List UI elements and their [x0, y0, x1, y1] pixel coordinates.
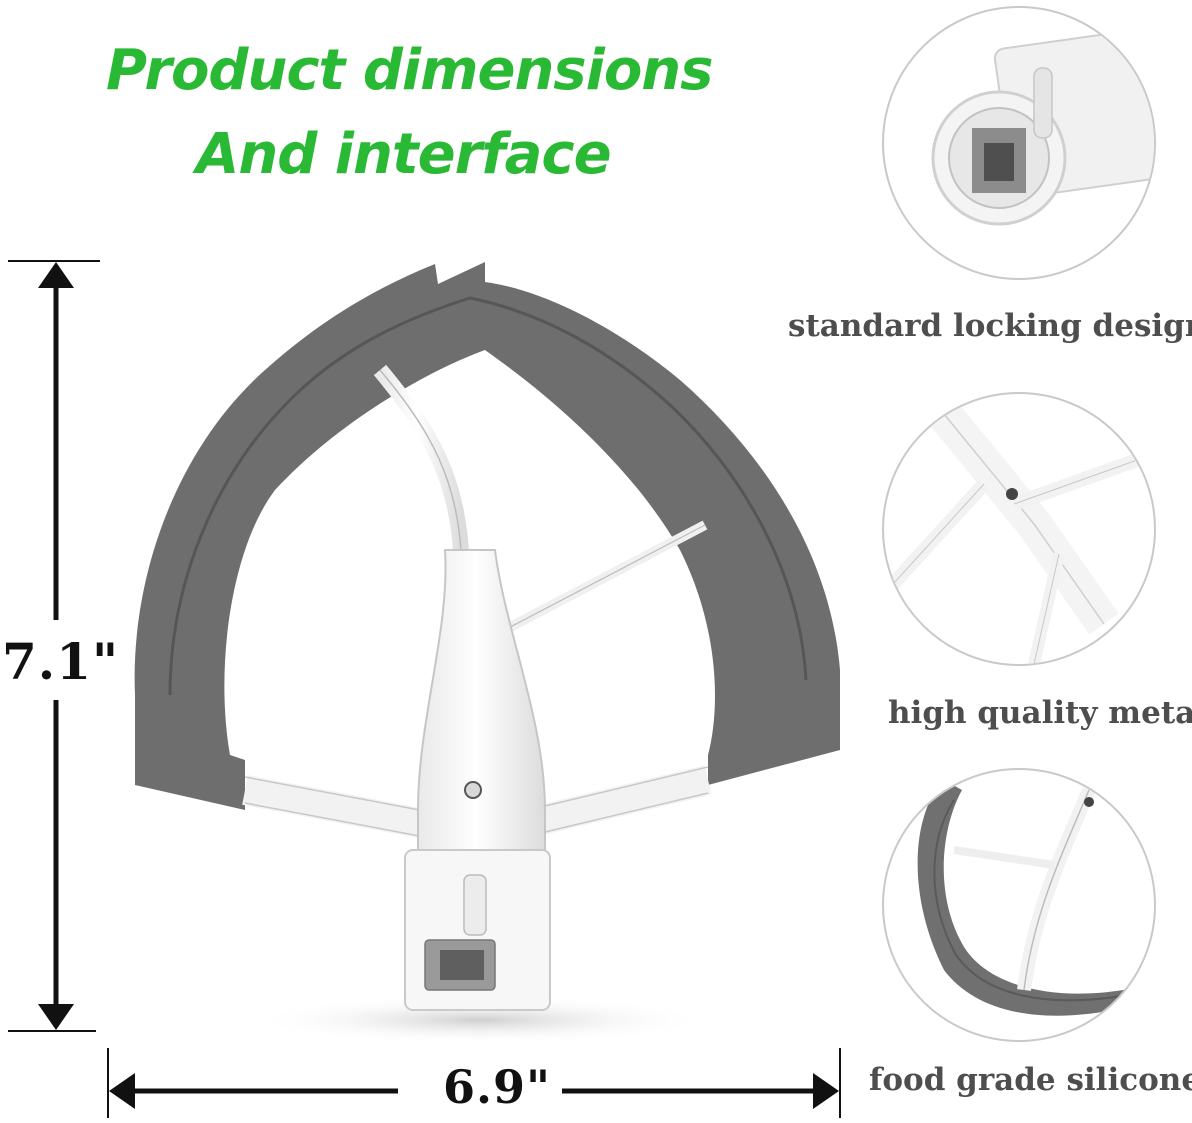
floor-shadow — [250, 996, 710, 1044]
flex-edge-beater-illustration — [134, 262, 840, 1044]
metal-frame-closeup-icon — [884, 402, 1154, 664]
width-arrowhead-left — [109, 1073, 135, 1109]
title-line-2: And interface — [196, 122, 612, 187]
metal-bottom-left-arm — [242, 775, 433, 840]
silicone-closeup-circle — [882, 768, 1156, 1042]
locking-closeup-circle — [882, 6, 1156, 280]
silicone-edge-closeup-icon — [917, 780, 1134, 1016]
height-arrowhead-top — [38, 262, 74, 288]
silicone-edge-groove — [168, 296, 808, 696]
feature-label-locking: standard locking design — [788, 308, 1192, 344]
hub-pin — [464, 781, 482, 799]
height-arrowhead-bottom — [38, 1004, 74, 1030]
metal-bottom-right-arm — [516, 765, 712, 840]
shaft-notch — [463, 874, 487, 936]
feature-label-metal: high quality metal — [888, 695, 1192, 731]
width-arrowhead-right — [813, 1073, 839, 1109]
title-line-1: Product dimensions — [106, 38, 714, 103]
beater-central-hub — [417, 549, 546, 863]
feature-label-silicone: food grade silicone — [869, 1062, 1192, 1098]
locking-closeup-icon — [931, 26, 1154, 226]
metal-left-arm — [373, 364, 470, 571]
width-dimension-label: 6.9" — [443, 1060, 551, 1114]
height-dimension-label: 7.1" — [2, 632, 120, 691]
metal-closeup-circle — [882, 392, 1156, 666]
